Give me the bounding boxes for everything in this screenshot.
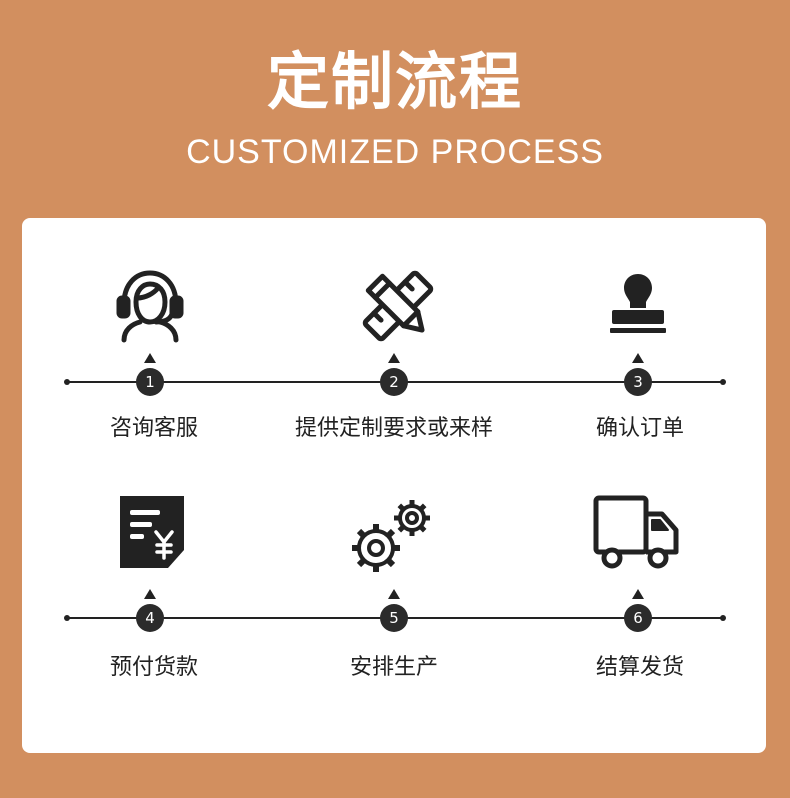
timeline-end-dot <box>64 379 70 385</box>
page-subtitle: CUSTOMIZED PROCESS <box>186 133 604 171</box>
step-pointer-icon <box>144 589 156 599</box>
step-number: 5 <box>380 604 408 632</box>
step-number: 4 <box>136 604 164 632</box>
step-pointer-icon <box>388 589 400 599</box>
step-number: 2 <box>380 368 408 396</box>
step-label: 确认订单 <box>595 416 684 441</box>
step-pointer-icon <box>144 353 156 363</box>
step-pointer-icon <box>388 353 400 363</box>
customer-service-headset-icon <box>110 264 190 344</box>
step-label: 预付货款 <box>109 655 198 680</box>
step-label: 安排生产 <box>349 655 438 680</box>
step-number: 3 <box>624 368 652 396</box>
step-number: 1 <box>136 368 164 396</box>
gears-icon <box>350 496 434 576</box>
timeline-end-dot <box>720 379 726 385</box>
step-number: 6 <box>624 604 652 632</box>
step-pointer-icon <box>632 353 644 363</box>
invoice-yuan-icon <box>112 492 192 572</box>
step-label: 结算发货 <box>595 655 684 680</box>
stamp-icon <box>598 264 678 344</box>
timeline-end-dot <box>720 615 726 621</box>
delivery-truck-icon <box>592 492 680 572</box>
step-label: 咨询客服 <box>109 416 198 441</box>
page-title: 定制流程 <box>266 45 523 118</box>
step-label: 提供定制要求或来样 <box>294 416 493 441</box>
pencil-ruler-icon <box>358 266 438 346</box>
step-pointer-icon <box>632 589 644 599</box>
timeline-end-dot <box>64 615 70 621</box>
